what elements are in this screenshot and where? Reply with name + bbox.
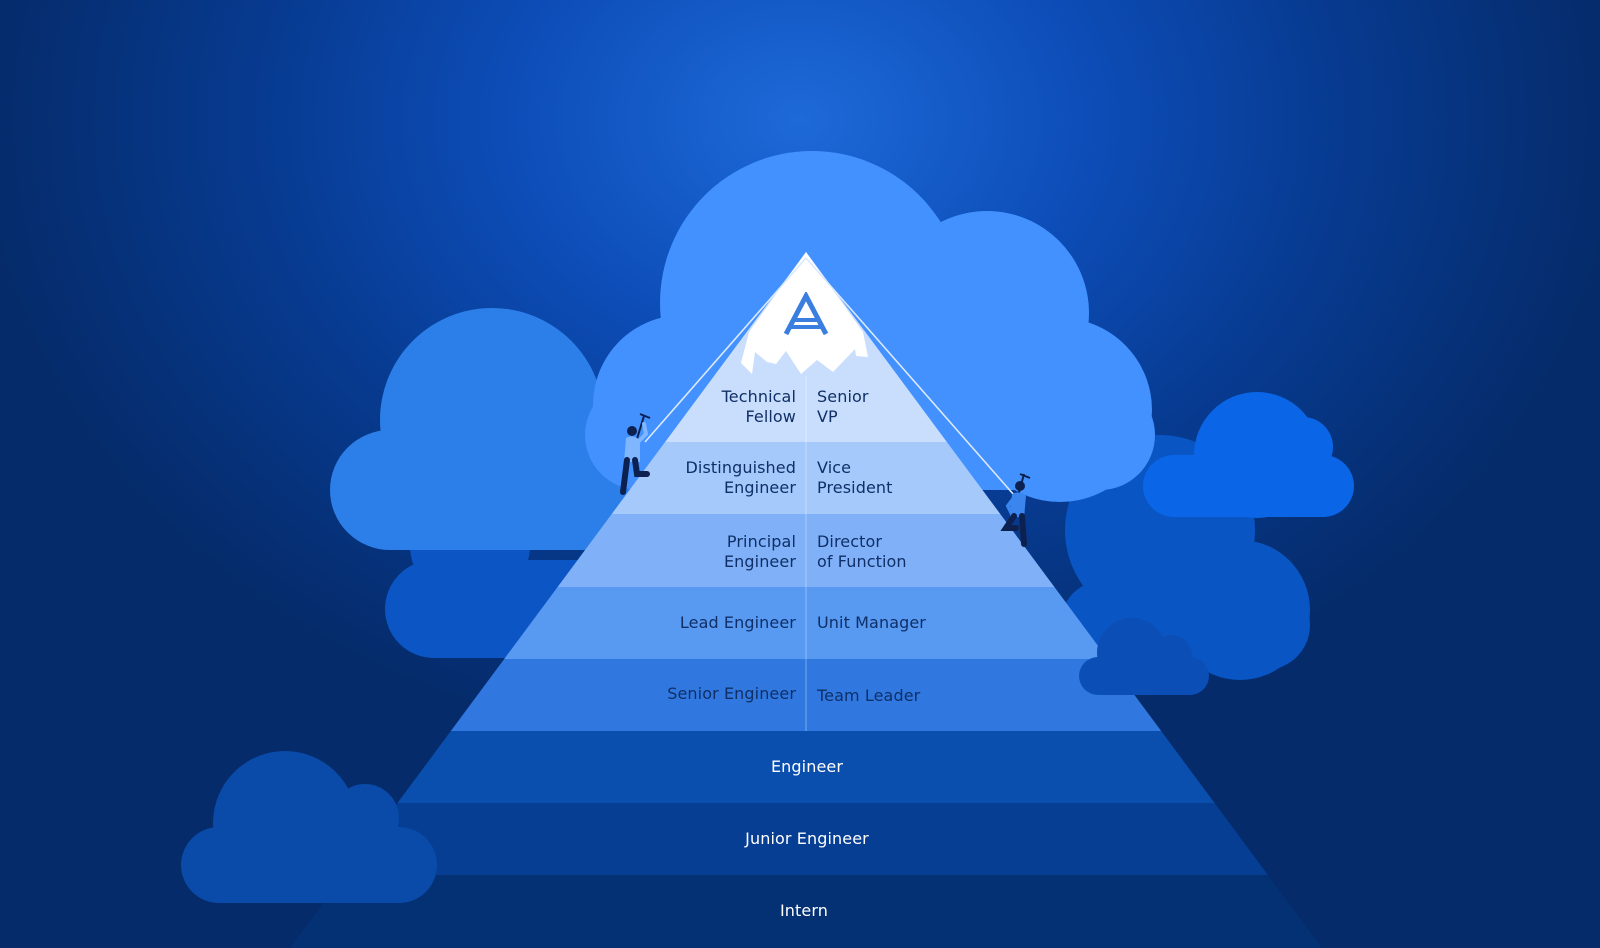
level-label-line: Senior Engineer xyxy=(667,684,796,703)
tier-engineer xyxy=(397,731,1215,803)
level-label-line: Director xyxy=(817,532,883,551)
level-label-line: Junior Engineer xyxy=(745,829,869,848)
mountain-climber-icon xyxy=(620,413,651,495)
level-label-line: Fellow xyxy=(745,407,796,426)
cloud-front-right xyxy=(1079,618,1209,695)
level-label-line: Technical xyxy=(721,387,796,406)
level-label-line: Unit Manager xyxy=(817,613,926,632)
career-pyramid xyxy=(289,252,1323,948)
acronis-a-logo-icon xyxy=(783,292,829,336)
level-technical-fellow: Technical Fellow xyxy=(660,387,796,427)
level-label-line: of Function xyxy=(817,552,907,571)
level-label-line: President xyxy=(817,478,893,497)
snow-cap xyxy=(741,252,868,374)
ropes xyxy=(644,257,1015,496)
tier-intern xyxy=(289,875,1323,948)
mountain-climber-icon xyxy=(1000,473,1031,547)
level-label-line: Intern xyxy=(779,901,829,920)
level-senior-vp: Senior VP xyxy=(817,387,947,427)
level-label-line: Distinguished xyxy=(685,458,796,477)
tier-senior-team-leader xyxy=(450,659,1162,731)
level-senior-engineer: Senior Engineer xyxy=(586,684,796,704)
cloud-right xyxy=(1143,392,1354,518)
level-engineer: Engineer xyxy=(771,757,843,777)
tier-distinguished-vice-president xyxy=(611,442,1001,514)
level-label-line: Team Leader xyxy=(817,686,921,705)
level-label-line: Senior xyxy=(817,387,869,406)
level-label-line: Vice xyxy=(817,458,852,477)
level-junior-engineer: Junior Engineer xyxy=(745,829,869,849)
level-label-line: Engineer xyxy=(723,478,796,497)
level-vice-president: Vice President xyxy=(817,458,967,498)
level-unit-manager: Unit Manager xyxy=(817,613,1017,633)
cloud-front-left xyxy=(181,751,437,903)
level-distinguished-engineer: Distinguished Engineer xyxy=(636,458,796,498)
level-team-leader: Team Leader xyxy=(817,686,1017,706)
level-label-line: Lead Engineer xyxy=(679,613,796,632)
tier-principal-director xyxy=(557,514,1055,587)
level-label-line: VP xyxy=(817,407,838,426)
level-label-line: Principal xyxy=(726,532,796,551)
level-label-line: Engineer xyxy=(770,757,844,776)
level-lead-engineer: Lead Engineer xyxy=(606,613,796,633)
tier-lead-unit-manager xyxy=(504,587,1108,659)
level-director-of-function: Director of Function xyxy=(817,532,997,572)
level-intern: Intern xyxy=(780,901,828,921)
tier-junior-engineer xyxy=(344,803,1268,875)
level-label-line: Engineer xyxy=(723,552,796,571)
level-principal-engineer: Principal Engineer xyxy=(636,532,796,572)
